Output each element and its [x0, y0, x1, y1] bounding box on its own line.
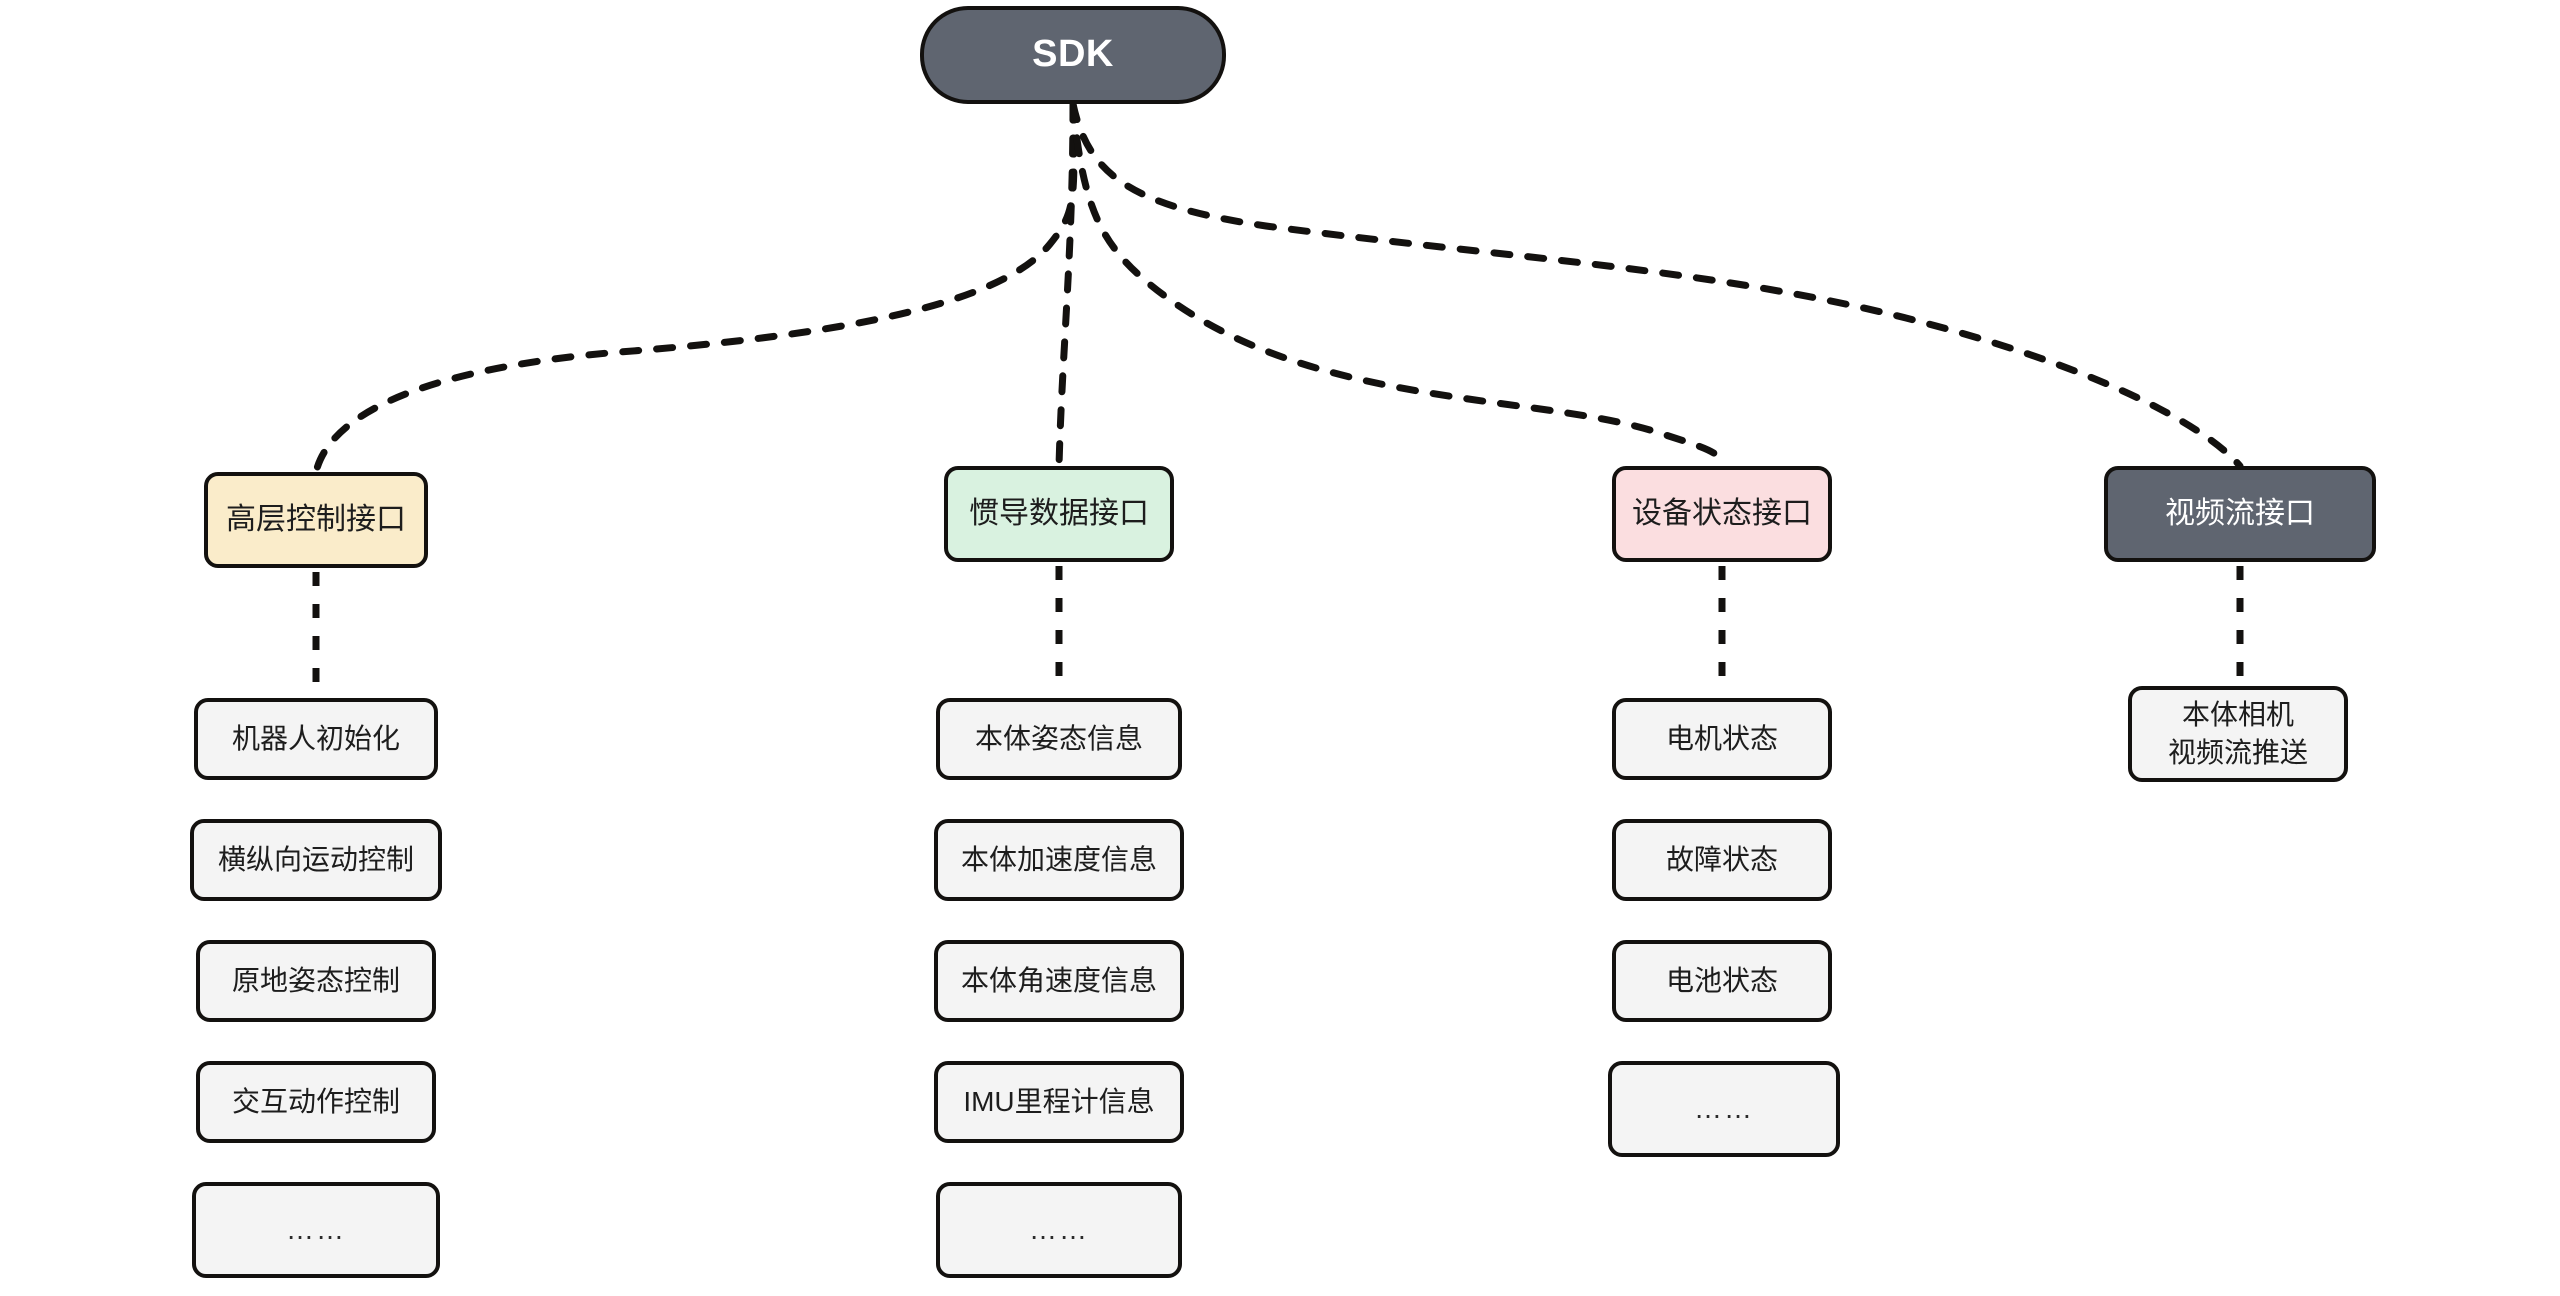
leaf-body-angular-velocity-info[interactable]: 本体角速度信息 [934, 940, 1184, 1022]
leaf-imu-odometry-info[interactable]: IMU里程计信息 [934, 1061, 1184, 1143]
leaf-body-acceleration-info[interactable]: 本体加速度信息 [934, 819, 1184, 901]
node-category-high-level-control-label: 高层控制接口 [226, 502, 406, 536]
leaf-body-attitude-info[interactable]: 本体姿态信息 [936, 698, 1182, 780]
leaf-inertial-navigation-data-more[interactable]: …… [936, 1182, 1182, 1278]
node-category-video-stream-label: 视频流接口 [2165, 496, 2315, 530]
leaf-label: IMU里程计信息 [963, 1086, 1155, 1118]
node-sdk-root[interactable]: SDK [920, 6, 1226, 104]
leaf-in-place-posture-control[interactable]: 原地姿态控制 [196, 940, 436, 1022]
leaf-fault-status[interactable]: 故障状态 [1612, 819, 1832, 901]
leaf-label: 故障状态 [1665, 844, 1778, 876]
leaf-label: 本体相机 视频流推送 [2167, 699, 2308, 768]
edge-sdk-to-video-stream [1069, 100, 2244, 470]
leaf-label: …… [286, 1214, 346, 1246]
leaf-label: 原地姿态控制 [231, 965, 400, 997]
leaf-lateral-longitudinal-motion-control[interactable]: 横纵向运动控制 [190, 819, 442, 901]
leaf-label: 电机状态 [1665, 723, 1778, 755]
node-category-device-status-label: 设备状态接口 [1632, 496, 1812, 530]
leaf-label: …… [1029, 1214, 1089, 1246]
leaf-label: 本体加速度信息 [960, 844, 1157, 876]
node-category-device-status[interactable]: 设备状态接口 [1612, 466, 1832, 562]
edge-sdk-to-device-status [1069, 100, 1726, 470]
leaf-device-status-more[interactable]: …… [1608, 1061, 1840, 1157]
node-category-high-level-control[interactable]: 高层控制接口 [204, 472, 428, 568]
edge-sdk-to-inertial-navigation-data [1055, 100, 1077, 470]
root-to-branch-edges [312, 100, 2244, 476]
node-category-video-stream[interactable]: 视频流接口 [2104, 466, 2376, 562]
branch-to-leaf-edges [312, 566, 2244, 694]
leaf-label: 交互动作控制 [231, 1086, 400, 1118]
leaf-label: 机器人初始化 [231, 723, 400, 755]
leaf-label: 本体姿态信息 [974, 723, 1143, 755]
leaf-interactive-action-control[interactable]: 交互动作控制 [196, 1061, 436, 1143]
leaf-label: 横纵向运动控制 [217, 844, 414, 876]
leaf-label: 电池状态 [1665, 965, 1778, 997]
leaf-battery-status[interactable]: 电池状态 [1612, 940, 1832, 1022]
node-sdk-root-label: SDK [1032, 33, 1114, 76]
leaf-body-camera-video-push[interactable]: 本体相机 视频流推送 [2128, 686, 2348, 782]
leaf-robot-initialization[interactable]: 机器人初始化 [194, 698, 438, 780]
leaf-label: …… [1694, 1093, 1754, 1125]
edge-sdk-to-high-level-control [312, 100, 1078, 476]
node-category-inertial-navigation-data[interactable]: 惯导数据接口 [944, 466, 1174, 562]
leaf-high-level-control-more[interactable]: …… [192, 1182, 440, 1278]
leaf-motor-status[interactable]: 电机状态 [1612, 698, 1832, 780]
leaf-label: 本体角速度信息 [960, 965, 1157, 997]
node-category-inertial-navigation-data-label: 惯导数据接口 [969, 496, 1149, 530]
